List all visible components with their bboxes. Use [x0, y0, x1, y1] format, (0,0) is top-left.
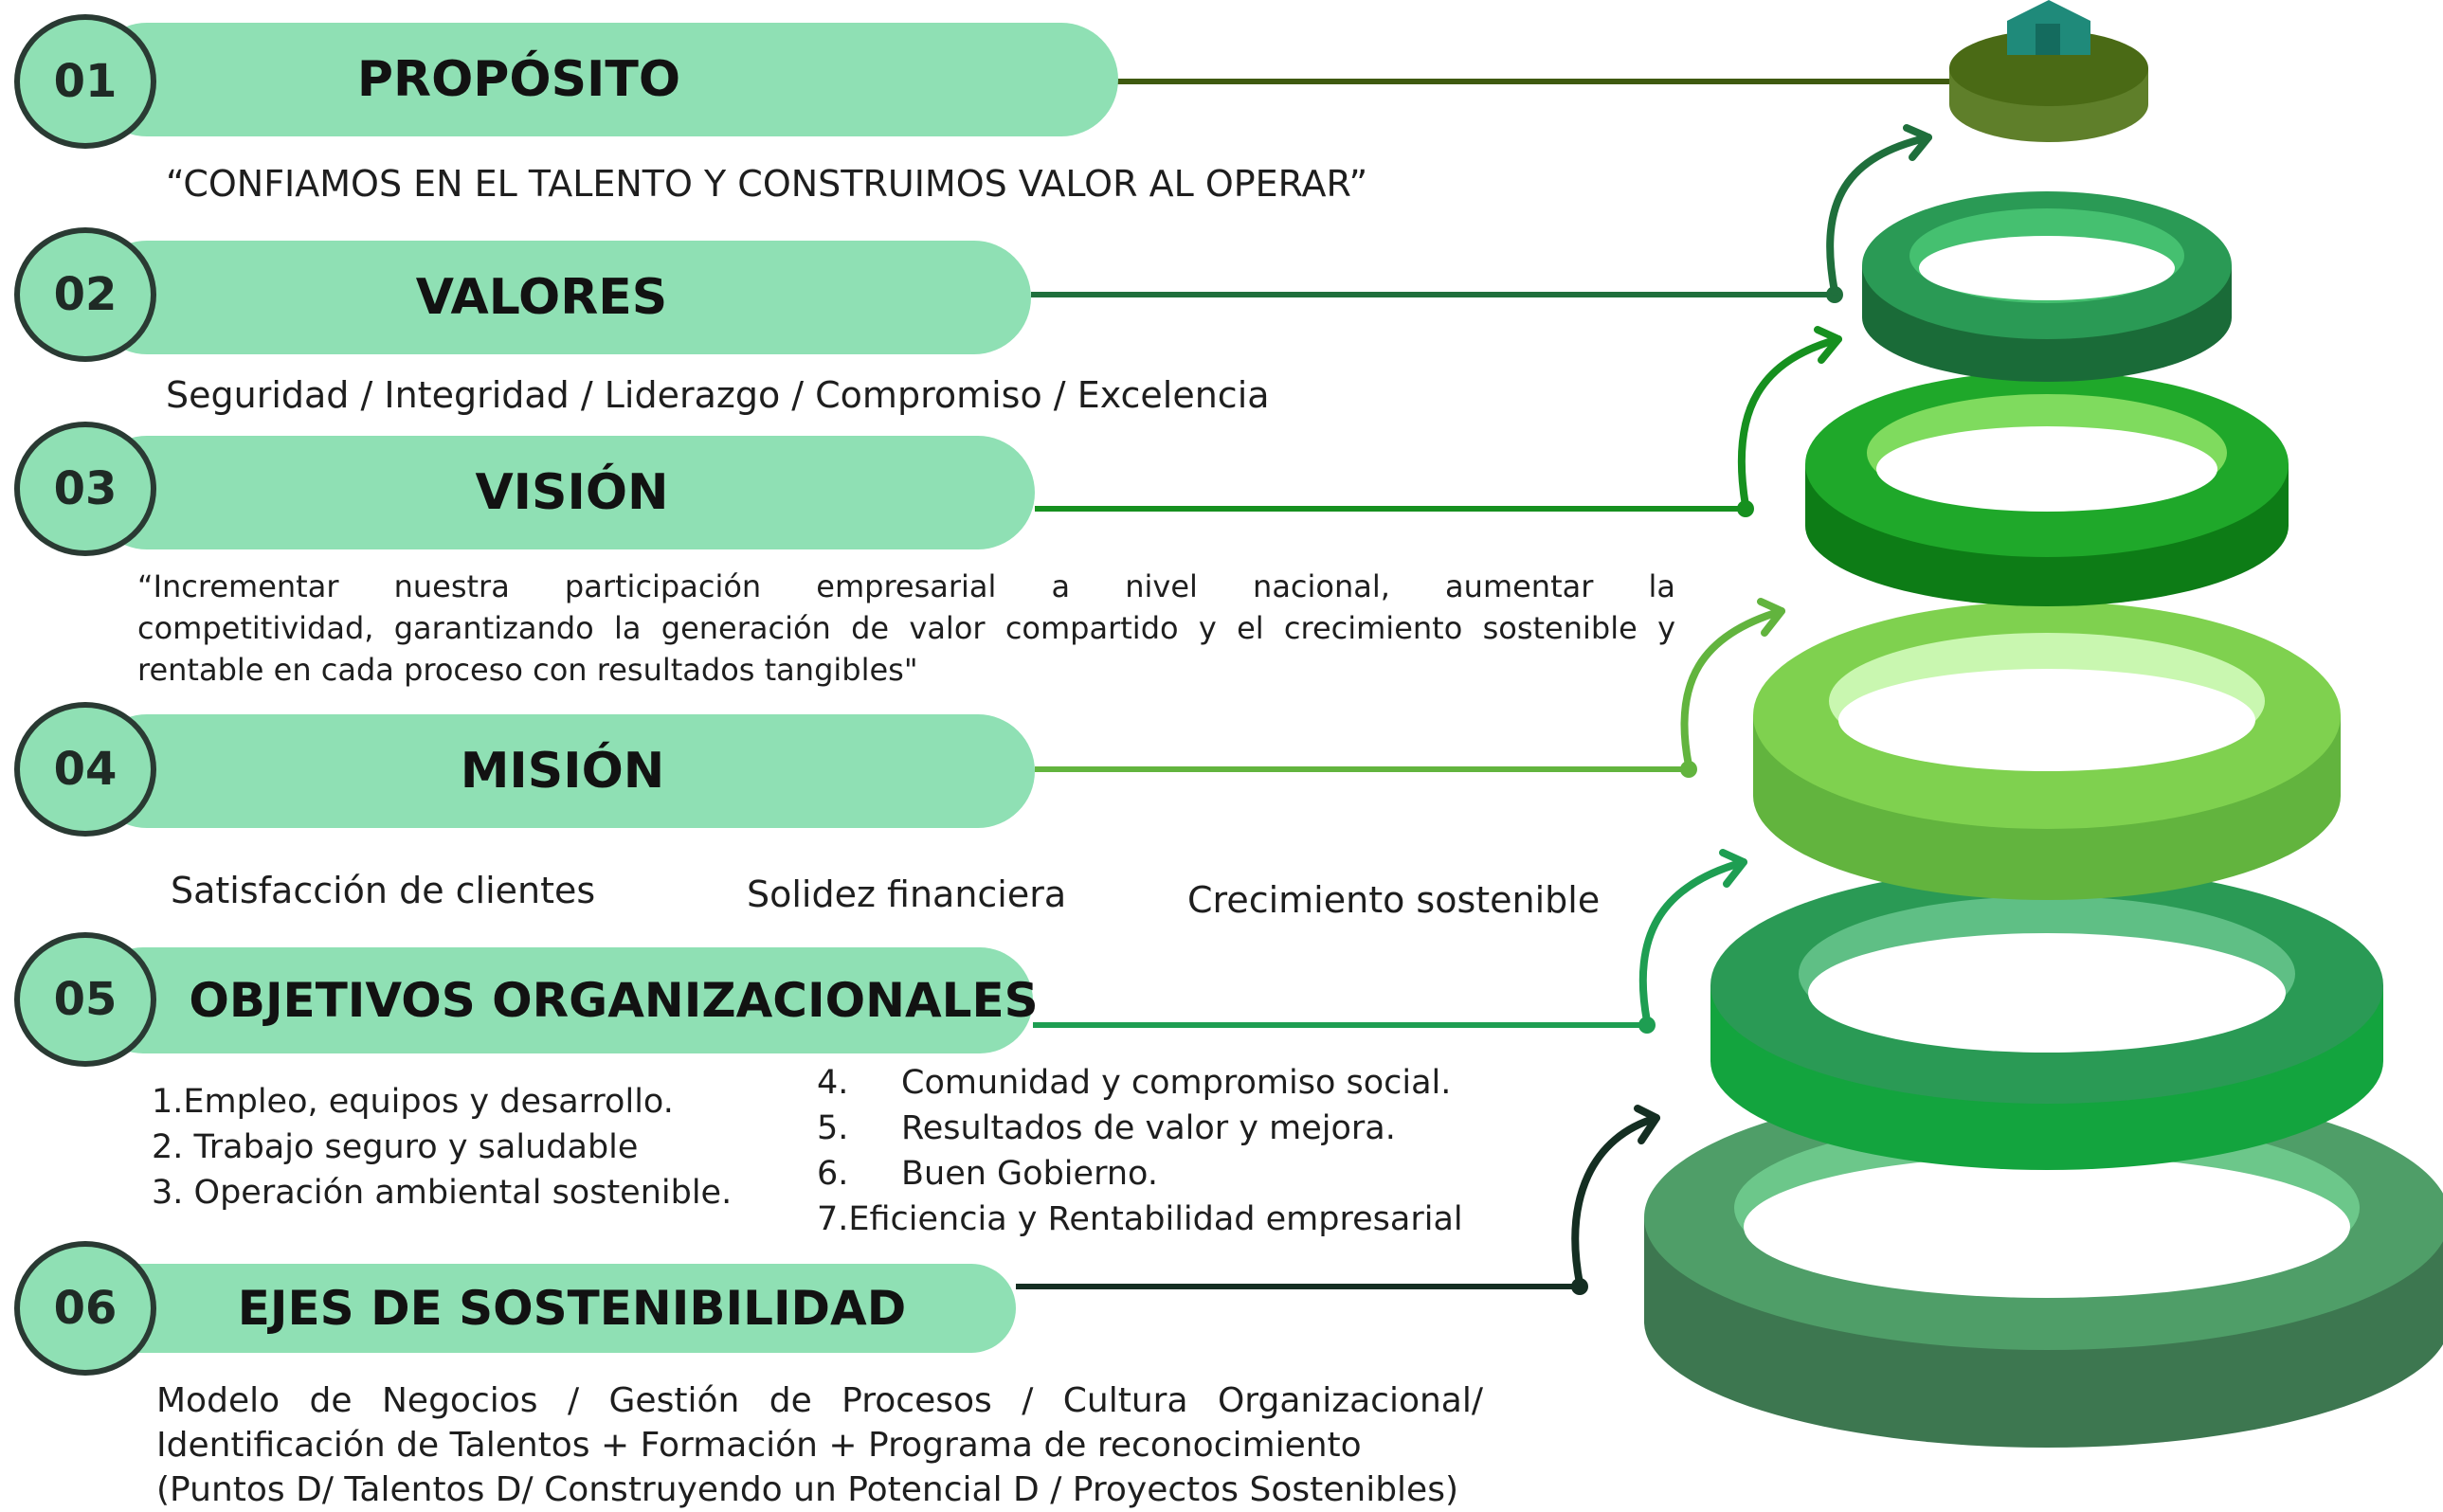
pill-proposito: PROPÓSITO — [90, 23, 1118, 136]
objetivo-item: 3. Operación ambiental sostenible. — [152, 1174, 733, 1212]
vision-line: competitividad, garantizando la generaci… — [137, 610, 1675, 646]
ring-2 — [1862, 191, 2232, 382]
vision-text: “Incrementar nuestra participación empre… — [137, 566, 1675, 691]
arrow-02 — [1826, 134, 1932, 296]
title-valores: VALORES — [415, 269, 668, 326]
ejes-line: (Puntos D/ Talentos D/ Construyendo un P… — [156, 1470, 1458, 1509]
ring-4 — [1753, 602, 2341, 900]
arrow-06 — [1571, 1114, 1660, 1287]
pill-ejes: EJES DE SOSTENIBILIDAD — [90, 1264, 1016, 1353]
pill-mision: MISIÓN — [90, 714, 1035, 828]
house-icon — [2007, 0, 2090, 55]
vision-line: “Incrementar nuestra participación empre… — [137, 568, 1675, 604]
objetivo-item: 2. Trabajo seguro y saludable — [152, 1128, 639, 1166]
number-badge-05: 05 — [14, 932, 156, 1067]
mision-item: Solidez financiera — [747, 873, 1067, 915]
objetivo-item: 1.Empleo, equipos y desarrollo. — [152, 1083, 674, 1121]
arrow-05 — [1638, 858, 1747, 1025]
number-badge-04: 04 — [14, 702, 156, 837]
proposito-text: “CONFIAMOS EN EL TALENTO Y CONSTRUIMOS V… — [166, 163, 1368, 205]
mision-item: Satisfacción de clientes — [171, 870, 596, 911]
ring-3 — [1805, 371, 2289, 606]
arrow-03 — [1737, 335, 1842, 510]
pill-vision: VISIÓN — [90, 436, 1035, 549]
objetivo-item: 4. Comunidad y compromiso social. — [817, 1064, 1452, 1102]
objetivo-item: 6. Buen Gobierno. — [817, 1155, 1158, 1193]
title-proposito: PROPÓSITO — [356, 51, 681, 108]
ejes-text: Modelo de Negocios / Gestión de Procesos… — [156, 1378, 1483, 1512]
title-ejes: EJES DE SOSTENIBILIDAD — [237, 1281, 907, 1336]
mision-item: Crecimiento sostenible — [1187, 879, 1601, 921]
title-objetivos: OBJETIVOS ORGANIZACIONALES — [189, 973, 1039, 1028]
pill-objetivos: OBJETIVOS ORGANIZACIONALES — [90, 947, 1039, 1053]
number-badge-06: 06 — [14, 1241, 156, 1376]
ring-5 — [1710, 867, 2383, 1170]
valores-text: Seguridad / Integridad / Liderazgo / Com… — [166, 374, 1270, 416]
ejes-line: Modelo de Negocios / Gestión de Procesos… — [156, 1381, 1483, 1420]
number-badge-03: 03 — [14, 422, 156, 556]
objetivo-item: 7.Eficiencia y Rentabilidad empresarial — [817, 1200, 1463, 1238]
vision-line: rentable en cada proceso con resultados … — [137, 652, 918, 688]
pill-valores: VALORES — [90, 241, 1031, 354]
ejes-line: Identificación de Talentos + Formación +… — [156, 1426, 1362, 1465]
number-badge-01: 01 — [14, 14, 156, 149]
title-vision: VISIÓN — [475, 464, 669, 521]
ring-6 — [1644, 1085, 2443, 1448]
number-badge-02: 02 — [14, 227, 156, 362]
objetivo-item: 5. Resultados de valor y mejora. — [817, 1109, 1396, 1147]
title-mision: MISIÓN — [460, 743, 665, 800]
top-disk — [1949, 30, 2148, 142]
arrow-04 — [1680, 607, 1785, 769]
